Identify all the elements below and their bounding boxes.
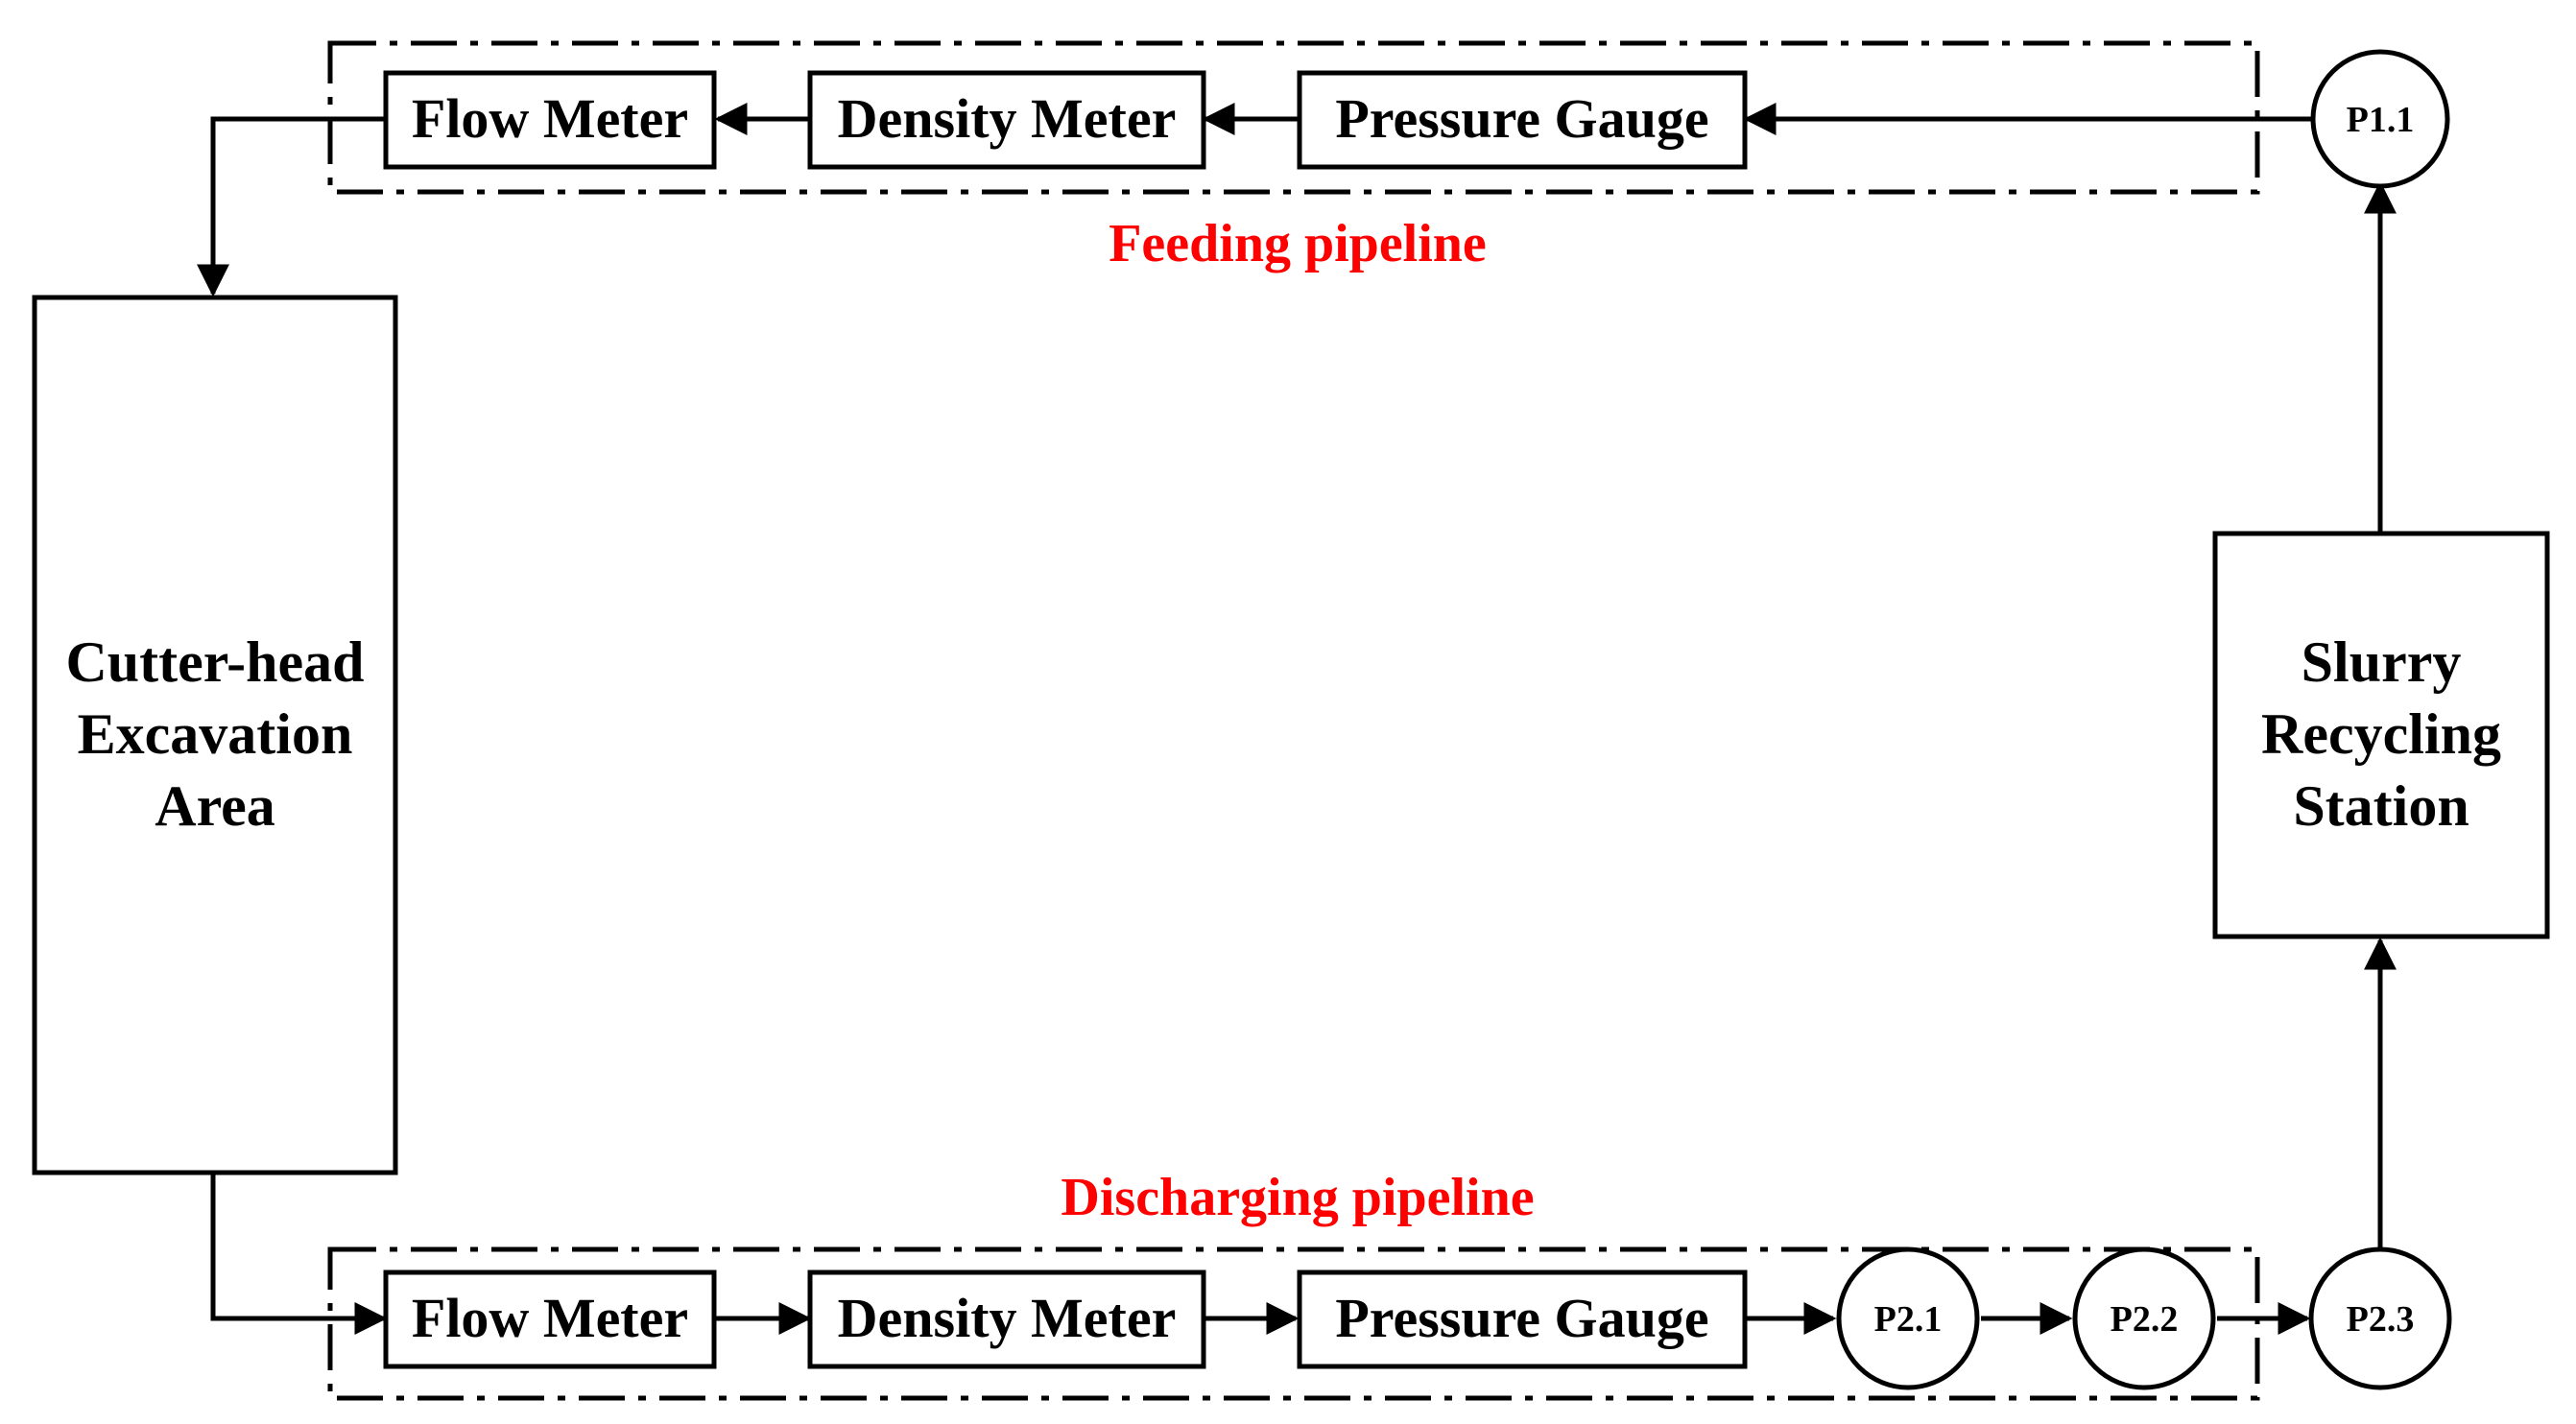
discharging-flow-meter-label: Flow Meter — [412, 1287, 688, 1349]
pump-p2-2: P2.2 — [2072, 1246, 2216, 1390]
cutter-head-excavation-area: Cutter-head Excavation Area — [32, 295, 398, 1175]
pump-p1-1: P1.1 — [2310, 49, 2450, 189]
feed-arrow-flow-to-cutter — [197, 116, 386, 297]
discharging-pipeline-boundary — [327, 1246, 2260, 1401]
feeding-density-meter: Density Meter — [807, 70, 1206, 170]
discharging-pressure-gauge: Pressure Gauge — [1297, 1270, 1748, 1369]
feeding-pressure-gauge: Pressure Gauge — [1297, 70, 1748, 170]
feeding-flow-meter: Flow Meter — [383, 70, 717, 170]
pump-p2-1-label: P2.1 — [1874, 1299, 1943, 1340]
discharging-density-meter: Density Meter — [807, 1270, 1206, 1369]
pump-p2-3-label: P2.3 — [2347, 1299, 2415, 1340]
pump-p2-3: P2.3 — [2308, 1246, 2452, 1390]
cutter-head-line-1: Cutter-head — [65, 630, 364, 694]
pump-p2-2-label: P2.2 — [2111, 1299, 2179, 1340]
feeding-pipeline-label: Feeding pipeline — [1109, 214, 1487, 273]
feeding-density-meter-label: Density Meter — [838, 87, 1177, 150]
feeding-pipeline-boundary — [327, 40, 2260, 195]
cutter-head-line-2: Excavation — [78, 702, 353, 766]
pump-p2-1: P2.1 — [1836, 1246, 1980, 1390]
slurry-station-line-3: Station — [2293, 774, 2469, 838]
feeding-flow-meter-label: Flow Meter — [412, 87, 688, 150]
slurry-station-line-1: Slurry — [2302, 630, 2462, 694]
cutter-head-line-3: Area — [155, 774, 275, 838]
discharging-density-meter-label: Density Meter — [838, 1287, 1177, 1349]
discharging-flow-meter: Flow Meter — [383, 1270, 717, 1369]
slurry-station-line-2: Recycling — [2261, 702, 2501, 766]
discharging-pressure-gauge-label: Pressure Gauge — [1335, 1287, 1708, 1349]
discharge-arrow-cutter-to-flow — [210, 1173, 388, 1335]
pump-p1-1-label: P1.1 — [2347, 100, 2415, 140]
feeding-pressure-gauge-label: Pressure Gauge — [1335, 87, 1708, 150]
slurry-recycling-station: Slurry Recycling Station — [2212, 531, 2550, 939]
discharging-pipeline-label: Discharging pipeline — [1061, 1168, 1534, 1227]
